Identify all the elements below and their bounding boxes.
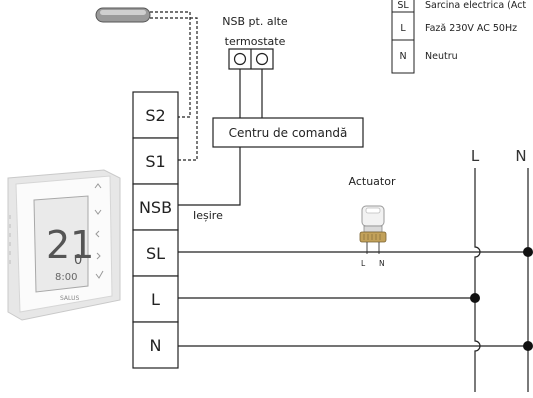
output-label: Ieșire xyxy=(193,209,223,222)
thermostat-brand-logo: SALUS xyxy=(60,295,79,302)
terminal-label: NSB xyxy=(139,198,172,217)
legend-text-l: Fază 230V AC 50Hz xyxy=(425,23,517,34)
junction-dots xyxy=(470,247,533,351)
thermostat-device: 21 0 8:00 SALUS xyxy=(7,169,121,321)
thermostat-lcd xyxy=(33,195,89,293)
horizontal-wires xyxy=(178,251,528,347)
terminal-nsb: NSB xyxy=(132,183,179,231)
rail-lines xyxy=(474,168,529,392)
terminal-l: L xyxy=(132,275,179,323)
sensor-cable-dashed xyxy=(150,11,198,161)
terminal-label: SL xyxy=(146,244,165,263)
terminal-label: S1 xyxy=(145,152,165,171)
nsb-other-label-line2: termostate xyxy=(225,35,286,48)
legend-text-sl: Sarcina electrica (Act xyxy=(425,0,526,11)
terminal-label: S2 xyxy=(145,106,165,125)
actuator-icon xyxy=(359,205,387,254)
nsb-output-wire xyxy=(178,147,241,206)
actuator-label: Actuator xyxy=(349,175,396,188)
legend-code-n: N xyxy=(399,51,406,62)
terminal-label: N xyxy=(150,336,162,355)
terminal-cell xyxy=(132,229,179,277)
rail-l xyxy=(474,168,481,392)
control-center-box xyxy=(212,117,364,148)
terminal-cell xyxy=(132,321,179,369)
thermostat-time: 8:00 xyxy=(55,272,77,283)
rail-l-label: L xyxy=(471,147,480,165)
control-center-label: Centru de comandă xyxy=(229,126,348,140)
terminal-label: L xyxy=(151,290,160,309)
terminal-cell xyxy=(132,91,179,139)
thermostat-buttons xyxy=(94,183,104,279)
nsb-other-label-line1: NSB pt. alte xyxy=(222,15,288,28)
terminal-cell xyxy=(132,275,179,323)
nsb-other-wires xyxy=(239,69,263,118)
terminal-n: N xyxy=(132,321,179,369)
thermostat-temp-digits: 21 xyxy=(46,223,94,267)
temperature-sensor-probe xyxy=(95,7,151,23)
actuator-pin-n: N xyxy=(379,259,385,268)
terminal-s1: S1 xyxy=(132,137,179,185)
legend-code-sl: SL xyxy=(397,0,409,11)
terminal-s2: S2 xyxy=(132,91,179,139)
legend: SL L N Sarcina electrica (Act Fază 230V … xyxy=(391,0,526,74)
legend-code-l: L xyxy=(400,23,406,34)
actuator-pin-l: L xyxy=(361,259,366,268)
nsb-other-connector xyxy=(228,48,274,70)
thermostat-temp-decimal: 0 xyxy=(74,253,82,268)
legend-text-n: Neutru xyxy=(425,51,458,62)
terminal-cell xyxy=(132,183,179,231)
terminal-sl: SL xyxy=(132,229,179,277)
rail-n-label: N xyxy=(515,147,526,165)
